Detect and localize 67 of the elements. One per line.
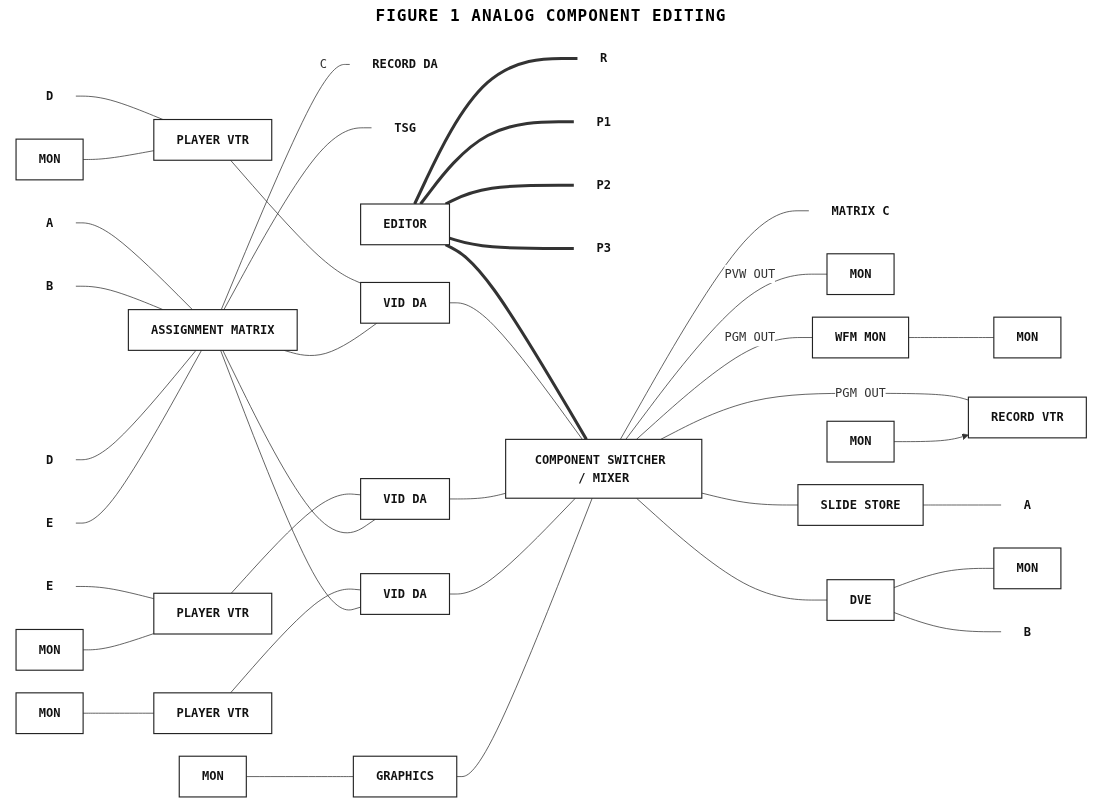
connector	[444, 243, 588, 441]
node-text: D	[45, 88, 54, 103]
connector	[82, 712, 154, 714]
connector	[893, 612, 1002, 633]
node-text: P1	[596, 114, 611, 129]
node-text: D	[45, 452, 54, 467]
node-text: TSG	[393, 120, 416, 135]
node-box: GRAPHICS	[352, 755, 458, 798]
node-box: EDITOR	[359, 203, 450, 246]
connector	[222, 349, 376, 534]
edge-label: C	[319, 56, 327, 72]
edge-label: PGM OUT	[834, 385, 886, 401]
node-box: VID DA	[359, 478, 450, 520]
connector	[444, 183, 574, 206]
connector	[413, 56, 578, 205]
node-box: DVE	[826, 579, 895, 621]
node-text: A	[1023, 497, 1031, 512]
node-box: WFM MON	[811, 316, 909, 359]
node-box: PLAYER VTR	[153, 692, 273, 735]
node-box: MON	[15, 692, 84, 735]
connector	[230, 588, 361, 694]
connector	[456, 497, 593, 777]
node-text: B	[1023, 624, 1031, 639]
node-text: R	[599, 50, 608, 66]
node-box: COMPONENT SWITCHER / MIXER	[504, 438, 703, 499]
node-box: VID DA	[359, 281, 450, 324]
node-box: MON	[993, 316, 1062, 359]
node-text: P2	[596, 177, 611, 192]
node-text: B	[45, 278, 54, 294]
connector	[75, 586, 154, 600]
node-box: VID DA	[359, 573, 450, 615]
node-text: MATRIX C	[831, 203, 890, 218]
connector	[893, 568, 994, 588]
node-text: RECORD DA	[372, 56, 438, 72]
connector	[230, 493, 361, 594]
node-text: E	[45, 578, 54, 594]
connector	[75, 349, 197, 461]
connector	[220, 349, 361, 611]
node-box: SLIDE STORE	[797, 484, 924, 526]
connector	[635, 337, 813, 440]
node-text: P3	[596, 240, 611, 256]
node-box: MON	[826, 420, 895, 463]
node-text: E	[45, 515, 54, 530]
edge-label: PGM OUT	[724, 329, 776, 345]
connector	[922, 504, 1002, 506]
connector	[908, 337, 994, 338]
node-box: RECORD VTR	[967, 396, 1087, 439]
connector	[223, 127, 372, 310]
node-box: MON	[15, 138, 84, 181]
connector	[75, 349, 202, 524]
node-box: PLAYER VTR	[153, 592, 273, 635]
node-text: A	[45, 215, 54, 230]
node-box: MON	[15, 628, 84, 671]
connector	[220, 64, 350, 310]
connector	[419, 120, 574, 205]
connector	[619, 210, 810, 440]
node-box: MON	[826, 253, 895, 296]
diagram-title: FIGURE 1 ANALOG COMPONENT EDITING	[374, 6, 728, 25]
connector	[75, 222, 193, 310]
node-box: ASSIGNMENT MATRIX	[127, 309, 298, 351]
node-box: MON	[993, 547, 1062, 590]
connector	[82, 150, 154, 160]
node-box: MON	[178, 755, 247, 798]
node-box: PLAYER VTR	[153, 118, 273, 161]
connector	[82, 633, 154, 651]
edge-label: PVW OUT	[724, 266, 776, 281]
connector	[230, 159, 361, 284]
